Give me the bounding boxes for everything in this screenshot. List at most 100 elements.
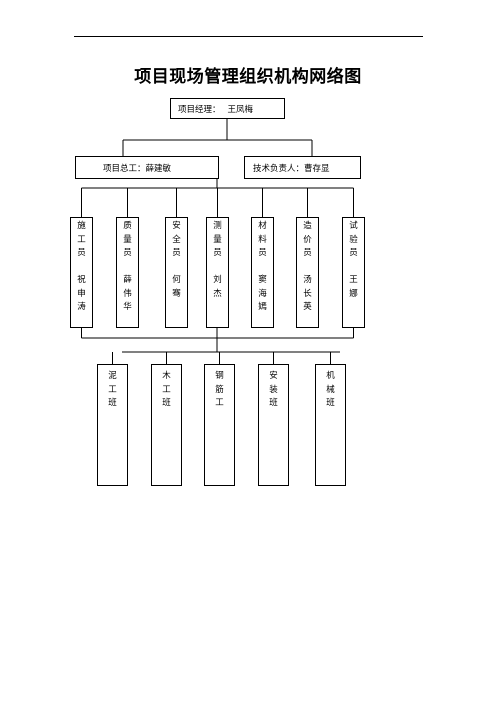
team-name-char: 班 <box>269 398 278 408</box>
staff-role: 试验员 <box>343 220 364 261</box>
team-name-char: 木 <box>162 371 171 381</box>
staff-name-char: 王 <box>349 275 358 285</box>
staff-role: 材料员 <box>252 220 273 261</box>
team-name-char: 装 <box>269 384 278 395</box>
staff-name: 汤长英 <box>297 274 318 315</box>
staff-name-char: 华 <box>123 302 132 312</box>
staff-name-char: 汤 <box>303 275 312 285</box>
spacer <box>343 261 364 275</box>
header-rule <box>74 36 423 37</box>
team-box: 钢筋工 <box>204 364 235 486</box>
staff-name-char: 海 <box>258 288 267 299</box>
staff-name-char: 刘 <box>213 275 222 285</box>
team-name: 木工班 <box>152 367 181 411</box>
staff-box: 材料员窦海嫣 <box>251 217 274 328</box>
staff-name-char: 伟 <box>123 288 132 299</box>
staff-name: 刘杰 <box>207 274 228 301</box>
team-name: 泥工班 <box>98 367 127 411</box>
team-name-char: 钢 <box>215 371 224 381</box>
team-box: 木工班 <box>151 364 182 486</box>
staff-role-char: 全 <box>172 234 181 245</box>
team-name-char: 机 <box>326 371 335 381</box>
staff-name-char: 骞 <box>172 288 181 299</box>
team-name-char: 泥 <box>108 371 117 381</box>
staff-role-char: 材 <box>258 221 267 231</box>
staff-role-char: 验 <box>349 234 358 245</box>
staff-name-char: 长 <box>303 288 312 299</box>
spacer <box>252 261 273 275</box>
staff-box: 测量员刘杰 <box>206 217 229 328</box>
project-manager-box: 项目经理： 王凤梅 <box>170 98 285 119</box>
staff-box: 施工员祝申涛 <box>70 217 93 328</box>
team-name-char: 班 <box>108 398 117 408</box>
staff-role-char: 员 <box>349 248 358 258</box>
technical-lead-box: 技术负责人：曹存显 <box>244 156 361 179</box>
staff-role-char: 料 <box>258 234 267 245</box>
project-manager-label: 项目经理： <box>178 104 221 115</box>
staff-name: 薛伟华 <box>117 274 138 315</box>
team-name-char: 安 <box>269 371 278 381</box>
team-name: 机械班 <box>316 367 345 411</box>
team-name-char: 工 <box>108 384 117 395</box>
staff-box: 试验员王娜 <box>342 217 365 328</box>
staff-box: 安全员何骞 <box>165 217 188 328</box>
spacer <box>166 261 187 275</box>
staff-role: 测量员 <box>207 220 228 261</box>
staff-name-char: 娜 <box>349 288 358 299</box>
staff-role-char: 员 <box>258 248 267 258</box>
staff-role-char: 试 <box>349 221 358 231</box>
team-name: 安装班 <box>259 367 288 411</box>
staff-name: 王娜 <box>343 274 364 301</box>
spacer <box>297 261 318 275</box>
staff-name-char: 薛 <box>123 275 132 285</box>
team-name-char: 班 <box>326 398 335 408</box>
spacer <box>117 261 138 275</box>
staff-name-char: 嫣 <box>258 302 267 312</box>
staff-name-char: 申 <box>77 288 86 299</box>
staff-name: 祝申涛 <box>71 274 92 315</box>
staff-name-char: 英 <box>303 302 312 312</box>
staff-role: 质量员 <box>117 220 138 261</box>
team-box: 安装班 <box>258 364 289 486</box>
staff-role: 施工员 <box>71 220 92 261</box>
staff-role-char: 施 <box>77 221 86 231</box>
staff-name-char: 涛 <box>77 302 86 312</box>
staff-role-char: 价 <box>303 234 312 245</box>
staff-name-char: 祝 <box>77 275 86 285</box>
team-name-char: 工 <box>215 398 224 408</box>
chief-engineer-name: 薛建敏 <box>145 163 172 174</box>
team-box: 泥工班 <box>97 364 128 486</box>
staff-box: 质量员薛伟华 <box>116 217 139 328</box>
team-box: 机械班 <box>315 364 346 486</box>
page-title: 项目现场管理组织机构网络图 <box>134 67 362 87</box>
staff-role: 造价员 <box>297 220 318 261</box>
chief-engineer-label: 项目总工： <box>103 163 146 174</box>
team-name-char: 筋 <box>215 384 224 395</box>
technical-lead-label: 技术负责人： <box>253 163 305 174</box>
staff-role-char: 员 <box>172 248 181 258</box>
staff-role-char: 员 <box>77 248 86 258</box>
staff-role-char: 量 <box>123 234 132 245</box>
staff-name-char: 杰 <box>213 288 222 299</box>
chief-engineer-box: 项目总工：薛建敏 <box>75 156 219 179</box>
staff-role-char: 量 <box>213 234 222 245</box>
staff-role-char: 质 <box>123 221 132 231</box>
team-name-char: 工 <box>162 384 171 395</box>
staff-role-char: 造 <box>303 221 312 231</box>
team-name-char: 班 <box>162 398 171 408</box>
spacer <box>207 261 228 275</box>
staff-name-char: 何 <box>172 275 181 285</box>
staff-role-char: 安 <box>172 221 181 231</box>
project-manager-name: 王凤梅 <box>227 104 254 115</box>
staff-name: 窦海嫣 <box>252 274 273 315</box>
staff-role: 安全员 <box>166 220 187 261</box>
technical-lead-name: 曹存显 <box>304 163 330 174</box>
staff-box: 造价员汤长英 <box>296 217 319 328</box>
team-name: 钢筋工 <box>205 367 234 411</box>
staff-role-char: 员 <box>213 248 222 258</box>
staff-name-char: 窦 <box>258 275 267 285</box>
staff-role-char: 员 <box>303 248 312 258</box>
staff-role-char: 工 <box>77 234 86 245</box>
